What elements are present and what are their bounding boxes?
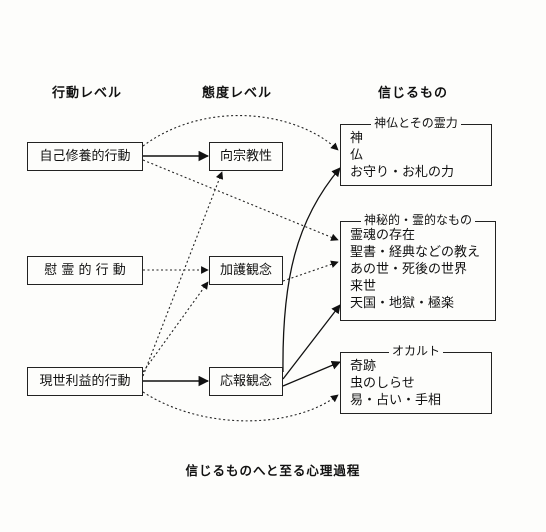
belief-item: 来世 bbox=[350, 279, 377, 294]
node-religiosity: 向宗教性 bbox=[209, 142, 283, 171]
group-gods-buddhas: 神仏とその霊力 神 仏 お守り・お札の力 bbox=[340, 116, 492, 186]
group-mystical-spiritual: 神秘的・霊的なもの 霊魂の存在 聖書・経典などの教え あの世・死後の世界 来世 … bbox=[340, 213, 496, 321]
arrow-oho-to-occult bbox=[282, 360, 341, 387]
node-retribution: 応報観念 bbox=[209, 367, 283, 396]
header-behavior-level: 行動レベル bbox=[52, 86, 123, 101]
node-label: 応報観念 bbox=[219, 374, 272, 389]
dotted-genze-to-kago bbox=[142, 281, 209, 373]
figure-caption: 信じるものへと至る心理過程 bbox=[185, 463, 361, 478]
node-label: 向宗教性 bbox=[219, 149, 272, 164]
dotted-kago-to-shinpi bbox=[282, 260, 339, 282]
dotted-jiko-to-shinpi bbox=[142, 159, 339, 241]
belief-item: 易・占い・手相 bbox=[350, 393, 442, 408]
belief-item: 神 bbox=[350, 131, 364, 146]
header-attitude-level: 態度レベル bbox=[202, 86, 273, 101]
node-divine-protection: 加護観念 bbox=[209, 256, 283, 285]
group-title: 神仏とその霊力 bbox=[371, 116, 461, 130]
node-label: 自己修養的行動 bbox=[39, 149, 131, 164]
group-title: オカルト bbox=[388, 344, 443, 358]
dotted-genze-to-koshukyo bbox=[142, 171, 224, 377]
node-self-cultivation: 自己修養的行動 bbox=[27, 142, 143, 171]
belief-item: 聖書・経典などの教え bbox=[350, 245, 481, 260]
arrow-oho-to-shinbutsu bbox=[282, 167, 341, 373]
group-occult: オカルト 奇跡 虫のしらせ 易・占い・手相 bbox=[340, 344, 492, 414]
node-label: 慰 霊 的 行 動 bbox=[44, 263, 126, 278]
belief-item: お守り・お札の力 bbox=[350, 165, 455, 180]
header-belief: 信じるもの bbox=[378, 86, 449, 101]
belief-item: 虫のしらせ bbox=[350, 376, 415, 391]
node-memorial: 慰 霊 的 行 動 bbox=[27, 256, 143, 285]
belief-item: 天国・地獄・極楽 bbox=[350, 296, 455, 311]
belief-item: あの世・死後の世界 bbox=[350, 262, 468, 277]
node-label: 現世利益的行動 bbox=[39, 374, 131, 389]
arrow-oho-to-shinpi bbox=[282, 304, 341, 380]
node-worldly-benefit: 現世利益的行動 bbox=[27, 367, 143, 396]
group-title: 神秘的・霊的なもの bbox=[360, 213, 475, 227]
dotted-genze-to-occult bbox=[142, 391, 339, 422]
belief-item: 霊魂の存在 bbox=[350, 228, 416, 243]
belief-item: 仏 bbox=[350, 148, 364, 163]
dotted-jiko-to-shinbutsu bbox=[142, 115, 339, 151]
node-label: 加護観念 bbox=[219, 263, 272, 278]
belief-item: 奇跡 bbox=[350, 359, 377, 374]
